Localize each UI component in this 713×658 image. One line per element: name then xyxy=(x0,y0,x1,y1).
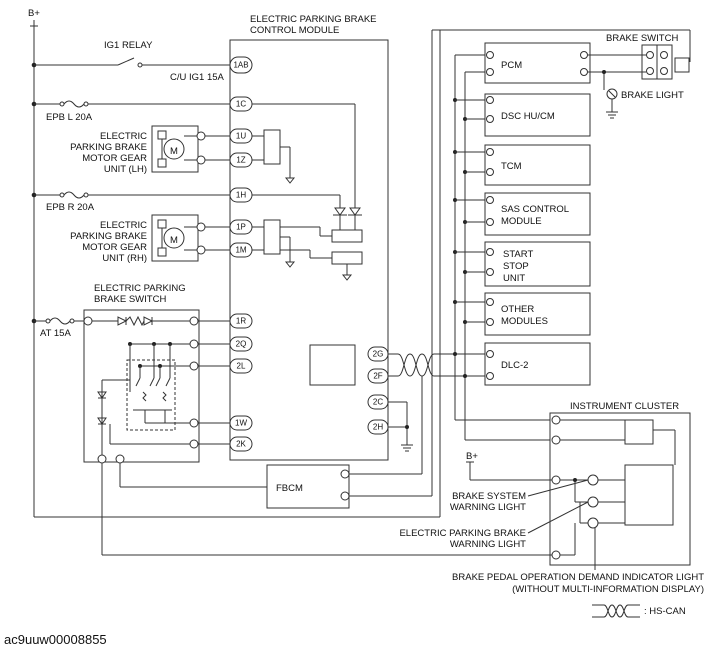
start-stop-box xyxy=(484,241,591,287)
ground-2c-2h xyxy=(388,401,413,452)
other-modules-label-2: MODULES xyxy=(501,316,548,327)
pedal-demand-label-2: (WITHOUT MULTI-INFORMATION DISPLAY) xyxy=(512,584,704,595)
epb-module-title-2: CONTROL MODULE xyxy=(250,25,339,36)
motor-lh-unit: M xyxy=(151,125,230,173)
other-modules-box xyxy=(484,292,591,336)
brake-switch-label: BRAKE SWITCH xyxy=(606,33,678,44)
epb-switch-box xyxy=(83,309,200,463)
pin-1h: 1H xyxy=(236,191,246,200)
brake-light-label: BRAKE LIGHT xyxy=(621,90,684,101)
epb-r-fuse-label: EPB R 20A xyxy=(46,202,95,213)
motor-lh-label-1: ELECTRIC xyxy=(100,131,147,142)
epb-switch-label-2: BRAKE SWITCH xyxy=(94,294,166,305)
sas-pins xyxy=(486,196,494,226)
brake-system-label-2: WARNING LIGHT xyxy=(450,502,526,513)
dsc-label: DSC HU/CM xyxy=(501,111,555,122)
epb-warning-label-1: ELECTRIC PARKING BRAKE xyxy=(399,528,526,539)
figure-code: ac9uuw00008855 xyxy=(4,632,107,647)
pin-1w: 1W xyxy=(235,419,247,428)
pin-1ab: 1AB xyxy=(233,61,248,70)
other-modules-label-1: OTHER xyxy=(501,304,534,315)
motor-rh-label-2: PARKING BRAKE xyxy=(70,231,147,242)
sas-label-1: SAS CONTROL xyxy=(501,204,569,215)
hs-can-legend-label: : HS-CAN xyxy=(644,606,686,617)
pcm-box xyxy=(484,42,591,84)
pin-2f: 2F xyxy=(373,372,382,381)
tcm-label: TCM xyxy=(501,161,522,172)
dlc-box xyxy=(484,342,591,386)
epb-module-pins: 1AB 1C 1U 1Z 1H 1P 1M 1R 2Q 2L 2G 2F 2C … xyxy=(229,56,389,452)
sas-label-2: MODULE xyxy=(501,216,542,227)
other-modules-pins xyxy=(486,298,494,326)
bplus-label: B+ xyxy=(28,8,40,19)
tcm-box xyxy=(484,144,591,186)
brake-system-leader xyxy=(527,479,589,497)
pin-2h: 2H xyxy=(373,423,383,432)
fbcm-wiring xyxy=(119,354,433,501)
at-fuse xyxy=(31,317,85,325)
module-connections xyxy=(453,54,485,378)
epb-module-title-1: ELECTRIC PARKING BRAKE xyxy=(250,14,377,25)
bplus-rail xyxy=(30,20,38,517)
epb-module-internals xyxy=(252,103,363,386)
return-wires xyxy=(34,30,552,556)
epb-switch-label-1: ELECTRIC PARKING xyxy=(94,283,186,294)
pin-1m: 1M xyxy=(235,246,246,255)
brake-switch xyxy=(588,44,690,119)
epb-warning-leader xyxy=(527,501,589,534)
dsc-box xyxy=(484,93,591,137)
motor-rh-label-1: ELECTRIC xyxy=(100,220,147,231)
pin-1c: 1C xyxy=(236,100,246,109)
motor-rh-label-3: MOTOR GEAR xyxy=(82,242,147,253)
motor-rh-label-4: UNIT (RH) xyxy=(102,253,147,264)
start-stop-label-3: UNIT xyxy=(503,273,525,284)
start-stop-pins xyxy=(486,248,494,276)
pin-2k: 2K xyxy=(236,440,246,449)
motor-lh-label-4: UNIT (LH) xyxy=(104,164,147,175)
sas-box xyxy=(484,192,591,236)
pin-2q: 2Q xyxy=(236,340,247,349)
at-fuse-label: AT 15A xyxy=(40,328,71,339)
dlc-pins xyxy=(486,350,494,380)
fbcm-label: FBCM xyxy=(276,483,303,494)
motor-lh-label-3: MOTOR GEAR xyxy=(82,153,147,164)
start-stop-label-1: START xyxy=(503,249,533,260)
dlc-label: DLC-2 xyxy=(501,360,528,371)
motor-lh-symbol: M xyxy=(170,146,178,157)
instrument-cluster-title: INSTRUMENT CLUSTER xyxy=(570,401,679,412)
pin-1u: 1U xyxy=(236,132,246,141)
epb-l-fuse xyxy=(31,100,230,108)
pin-2g: 2G xyxy=(373,350,384,359)
brake-system-label-1: BRAKE SYSTEM xyxy=(452,491,526,502)
ig1-relay-switch xyxy=(31,57,230,68)
tcm-pins xyxy=(486,148,494,176)
epb-switch-internals xyxy=(83,315,230,464)
pcm-label: PCM xyxy=(501,60,522,71)
cluster-bplus-label: B+ xyxy=(466,451,478,462)
motor-lh-label-2: PARKING BRAKE xyxy=(70,142,147,153)
dsc-pins xyxy=(486,96,494,123)
pin-1r: 1R xyxy=(236,317,246,326)
pin-2l: 2L xyxy=(237,362,246,371)
ig1-relay-label: IG1 RELAY xyxy=(104,40,153,51)
pin-1p: 1P xyxy=(236,223,246,232)
epb-l-fuse-label: EPB L 20A xyxy=(46,112,93,123)
hs-can-legend-symbol xyxy=(592,604,640,618)
pin-2c: 2C xyxy=(373,398,383,407)
motor-rh-unit: M xyxy=(151,214,230,262)
motor-rh-symbol: M xyxy=(170,235,178,246)
pedal-demand-label-1: BRAKE PEDAL OPERATION DEMAND INDICATOR L… xyxy=(452,572,704,583)
epb-r-fuse xyxy=(31,191,230,199)
pcm-pins xyxy=(486,51,588,76)
pin-1z: 1Z xyxy=(236,156,245,165)
epb-warning-label-2: WARNING LIGHT xyxy=(450,539,526,550)
start-stop-label-2: STOP xyxy=(503,261,529,272)
hs-can-twisted-pair xyxy=(388,353,485,377)
cu-ig1-fuse-label: C/U IG1 15A xyxy=(170,72,225,83)
instrument-cluster-internals xyxy=(469,415,676,570)
can-bus-lines xyxy=(431,29,691,441)
